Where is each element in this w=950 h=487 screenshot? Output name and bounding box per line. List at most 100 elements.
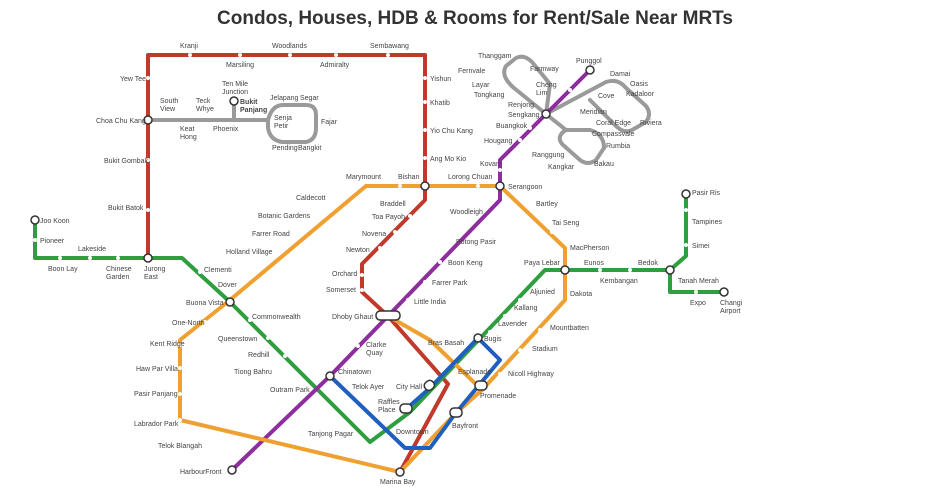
label-dhoby-ghaut: Dhoby Ghaut <box>332 314 373 321</box>
label-queenstown: Queenstown <box>218 336 257 343</box>
lrt-lines <box>146 54 651 165</box>
north-east-line <box>230 68 592 472</box>
label-riviera: Riviera <box>640 120 662 127</box>
east-west-branch <box>668 192 688 272</box>
label-aljunied: Aljunied <box>530 289 555 296</box>
label-renjong: Renjong <box>508 102 534 109</box>
label-coral-edge: Coral Edge <box>596 120 631 127</box>
label-toa-payoh: Toa Payoh <box>372 214 405 221</box>
label-tampines: Tampines <box>692 219 722 226</box>
label-senja: Senja <box>274 115 292 122</box>
label-farrer-road: Farrer Road <box>252 231 290 238</box>
label-ranggung: Ranggung <box>532 152 564 159</box>
label-novena: Novena <box>362 231 386 238</box>
label-fernvale: Fernvale <box>458 68 485 75</box>
label-boon-lay: Boon Lay <box>48 266 78 273</box>
label-kovan: Kovan <box>480 161 500 168</box>
label-clementi: Clementi <box>204 267 232 274</box>
label-yew-tee: Yew Tee <box>120 76 146 83</box>
label-tiong-bahru: Tiong Bahru <box>234 369 272 376</box>
label-marymount: Marymount <box>346 174 381 181</box>
sengkang-lrt-west <box>502 54 552 116</box>
label-kangkar: Kangkar <box>548 164 575 171</box>
label-segar: Segar <box>300 95 319 102</box>
label-jelapang: Jelapang <box>270 95 299 102</box>
label-kent-ridge: Kent Ridge <box>150 341 185 348</box>
label-lorong-chuan: Lorong Chuan <box>448 174 492 181</box>
label-labrador-park: Labrador Park <box>134 421 179 428</box>
label-eunos: Eunos <box>584 260 604 267</box>
label-phoenix: Phoenix <box>213 126 239 133</box>
label-bakau: Bakau <box>594 161 614 168</box>
interchange-stations <box>30 65 729 477</box>
label-stadium: Stadium <box>532 346 558 353</box>
label-bugis: Bugis <box>484 336 502 343</box>
label-boon-keng: Boon Keng <box>448 260 483 267</box>
label-braddell: Braddell <box>380 201 406 208</box>
label-harbourfront: HarbourFront <box>180 469 222 476</box>
label-bukit-gombak: Bukit Gombak <box>104 158 148 165</box>
label-mountbatten: Mountbatten <box>550 325 589 332</box>
label-outram-park: Outram Park <box>270 387 310 394</box>
label-holland-village: Holland Village <box>226 249 273 256</box>
circle-line <box>178 184 567 474</box>
station-labels: Kranji Marsiling Woodlands Admiralty Sem… <box>40 43 743 486</box>
label-newton: Newton <box>346 247 370 254</box>
label-kadaloor: Kadaloor <box>626 91 655 98</box>
label-kallang: Kallang <box>514 305 537 312</box>
label-pioneer: Pioneer <box>40 238 65 245</box>
label-tanjong-pagar: Tanjong Pagar <box>308 431 354 438</box>
label-ang-mo-kio: Ang Mo Kio <box>430 156 466 163</box>
label-farrer-park: Farrer Park <box>432 280 468 287</box>
label-telok-blangah: Telok Blangah <box>158 443 202 450</box>
page-title: Condos, Houses, HDB & Rooms for Rent/Sal… <box>217 8 733 29</box>
label-marsiling: Marsiling <box>226 62 254 69</box>
label-botanic-gardens: Botanic Gardens <box>258 213 311 220</box>
label-petir: Petir <box>274 123 289 130</box>
label-paya-lebar: Paya Lebar <box>524 260 560 267</box>
east-west-line <box>33 218 726 444</box>
label-layar: Layar <box>472 82 490 89</box>
label-chinatown: Chinatown <box>338 369 371 376</box>
label-redhill: Redhill <box>248 352 270 359</box>
label-city-hall: City Hall <box>396 384 423 391</box>
label-hougang: Hougang <box>484 138 513 145</box>
label-meridian: Meridian <box>580 109 607 116</box>
bukit-panjang-lrt <box>146 103 318 144</box>
label-admiralty: Admiralty <box>320 62 350 69</box>
sengkang-lrt-south <box>544 112 606 165</box>
label-little-india: Little India <box>414 299 446 306</box>
label-kembangan: Kembangan <box>600 278 638 285</box>
sengkang-lrt-east <box>544 78 651 134</box>
label-bayfront: Bayfront <box>452 423 478 430</box>
label-tai-seng: Tai Seng <box>552 220 579 227</box>
label-one-north: One-North <box>172 320 205 327</box>
label-fajar: Fajar <box>321 119 338 126</box>
label-compassvale: Compassvale <box>592 131 635 138</box>
label-sengkang: Sengkang <box>508 112 540 119</box>
label-buangkok: Buangkok <box>496 123 528 130</box>
label-pasir-ris: Pasir Ris <box>692 190 721 197</box>
label-potong-pasir: Potong Pasir <box>456 239 497 246</box>
circle-line-inner <box>386 314 484 392</box>
label-punggol: Punggol <box>576 58 602 65</box>
label-bras-basah: Bras Basah <box>428 340 464 347</box>
label-telok-ayer: Telok Ayer <box>352 384 385 391</box>
label-dover: Dover <box>218 282 237 289</box>
label-somerset: Somerset <box>326 287 356 294</box>
label-commonwealth: Commonwealth <box>252 314 301 321</box>
label-lavender: Lavender <box>498 321 528 328</box>
label-bishan: Bishan <box>398 174 420 181</box>
label-oasis: Oasis <box>630 81 648 88</box>
